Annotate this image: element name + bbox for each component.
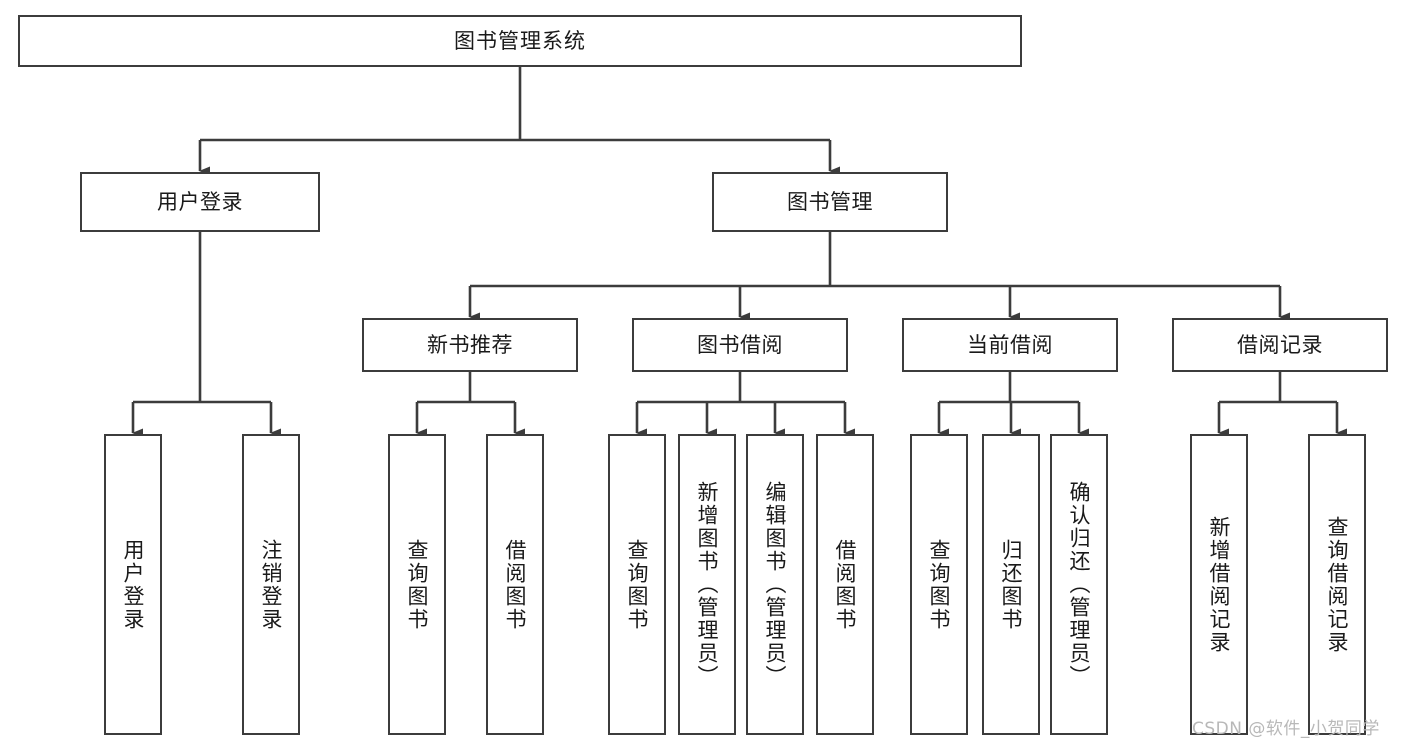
node-current-borrow[interactable]: 当前借阅 [902,318,1118,372]
node-leaf-query-book-2[interactable]: 查询图书 [608,434,666,735]
node-label: 注销登录 [259,538,284,631]
node-leaf-user-login[interactable]: 用户登录 [104,434,162,735]
node-leaf-borrow-book-2[interactable]: 借阅图书 [816,434,874,735]
node-label: 查询图书 [927,538,952,631]
node-label: 用户登录 [157,189,243,214]
node-book-manage[interactable]: 图书管理 [712,172,948,232]
node-label: 新书推荐 [427,332,513,357]
node-leaf-borrow-book-1[interactable]: 借阅图书 [486,434,544,735]
node-new-book-rec[interactable]: 新书推荐 [362,318,578,372]
node-label: 当前借阅 [967,332,1053,357]
csdn-watermark: CSDN @软件_小贺同学 [1192,719,1380,739]
node-label: 借阅记录 [1237,332,1323,357]
node-leaf-query-book-1[interactable]: 查询图书 [388,434,446,735]
node-label: 用户登录 [121,538,146,631]
node-leaf-edit-book-admin[interactable]: 编辑图书（管理员） [746,434,804,735]
node-label: 查询借阅记录 [1325,515,1350,654]
node-root[interactable]: 图书管理系统 [18,15,1022,67]
node-label: 图书管理系统 [454,28,586,53]
node-borrow-record[interactable]: 借阅记录 [1172,318,1388,372]
node-label: 新增图书（管理员） [695,481,720,688]
node-label: 确认归还（管理员） [1067,481,1092,688]
node-leaf-add-book-admin[interactable]: 新增图书（管理员） [678,434,736,735]
node-label: 归还图书 [999,538,1024,631]
node-book-borrow[interactable]: 图书借阅 [632,318,848,372]
node-label: 借阅图书 [833,538,858,631]
node-label: 查询图书 [625,538,650,631]
node-label: 新增借阅记录 [1207,515,1232,654]
node-leaf-add-borrow-record[interactable]: 新增借阅记录 [1190,434,1248,735]
node-label: 图书借阅 [697,332,783,357]
node-label: 图书管理 [787,189,873,214]
node-user-login[interactable]: 用户登录 [80,172,320,232]
node-leaf-user-logout[interactable]: 注销登录 [242,434,300,735]
node-leaf-confirm-return-admin[interactable]: 确认归还（管理员） [1050,434,1108,735]
node-label: 编辑图书（管理员） [763,481,788,688]
node-leaf-query-book-3[interactable]: 查询图书 [910,434,968,735]
node-leaf-query-borrow-record[interactable]: 查询借阅记录 [1308,434,1366,735]
node-label: 借阅图书 [503,538,528,631]
node-leaf-return-book[interactable]: 归还图书 [982,434,1040,735]
node-label: 查询图书 [405,538,430,631]
